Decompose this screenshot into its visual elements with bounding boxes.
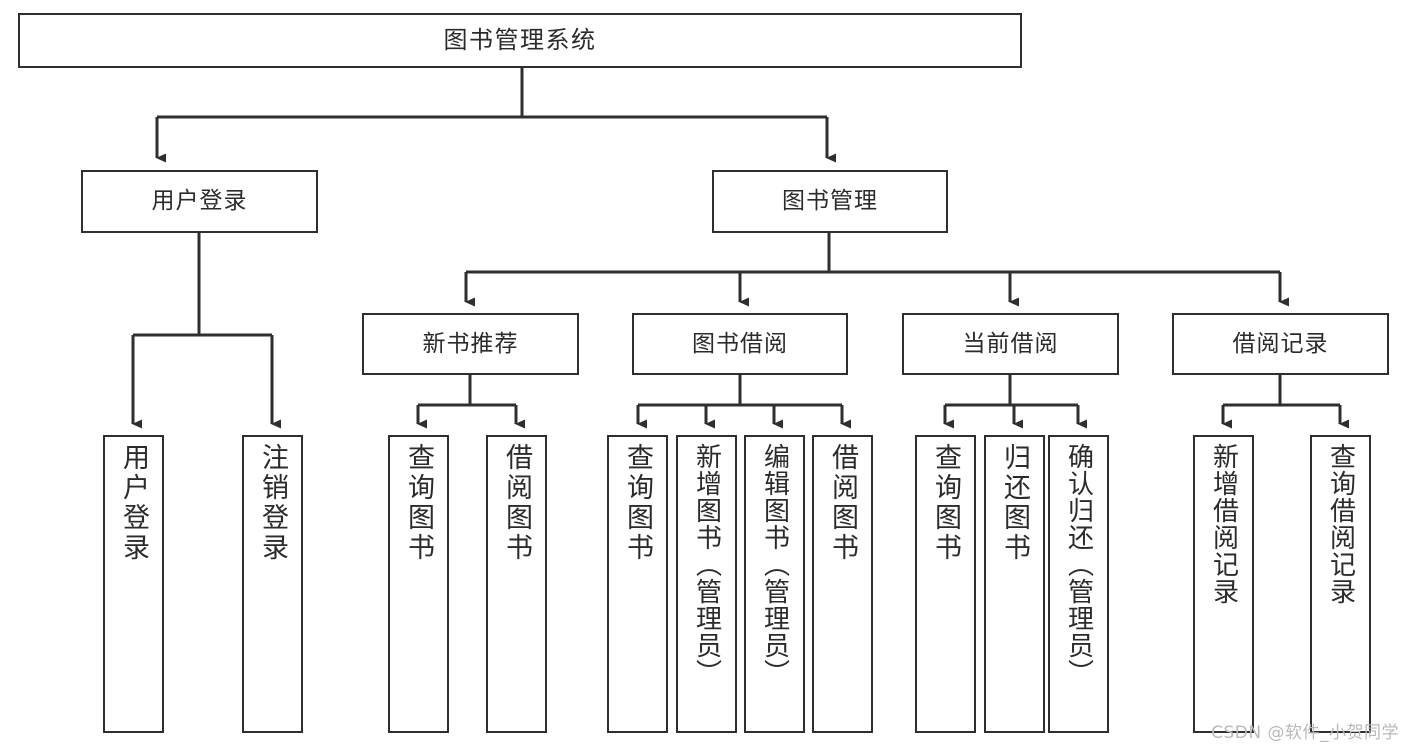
leaf-logout[interactable]: 注销登录 bbox=[242, 435, 303, 733]
node-label: 注销登录 bbox=[257, 443, 288, 563]
node-label: 借阅图书 bbox=[827, 443, 858, 563]
node-label: 归还图书 bbox=[999, 443, 1030, 563]
leaf-query-book-recommend[interactable]: 查询图书 bbox=[388, 435, 449, 733]
node-label: 编辑图书（管理员） bbox=[759, 443, 790, 686]
node-root-system[interactable]: 图书管理系统 bbox=[18, 13, 1022, 68]
node-label: 图书管理 bbox=[782, 188, 878, 215]
node-new-book-recommend[interactable]: 新书推荐 bbox=[362, 313, 579, 375]
node-label: 查询借阅记录 bbox=[1325, 443, 1356, 605]
leaf-return-book[interactable]: 归还图书 bbox=[984, 435, 1045, 733]
node-label: 查询图书 bbox=[930, 443, 961, 563]
node-borrow-record[interactable]: 借阅记录 bbox=[1172, 313, 1389, 375]
leaf-add-book[interactable]: 新增图书（管理员） bbox=[676, 435, 737, 733]
node-label: 新书推荐 bbox=[422, 330, 519, 357]
node-label: 确认归还（管理员） bbox=[1063, 443, 1094, 686]
node-label: 用户登录 bbox=[151, 188, 248, 215]
node-label: 图书借阅 bbox=[692, 330, 788, 357]
node-label: 当前借阅 bbox=[962, 330, 1059, 357]
leaf-user-login[interactable]: 用户登录 bbox=[103, 435, 164, 733]
node-label: 查询图书 bbox=[622, 443, 653, 563]
leaf-borrow-book[interactable]: 借阅图书 bbox=[812, 435, 873, 733]
node-label: 借阅记录 bbox=[1232, 330, 1329, 357]
node-book-borrow[interactable]: 图书借阅 bbox=[632, 313, 848, 375]
leaf-query-book-current[interactable]: 查询图书 bbox=[915, 435, 976, 733]
node-label: 查询图书 bbox=[403, 443, 434, 563]
node-book-management[interactable]: 图书管理 bbox=[712, 170, 948, 233]
node-label: 借阅图书 bbox=[501, 443, 532, 563]
node-label: 图书管理系统 bbox=[443, 25, 597, 54]
leaf-edit-book[interactable]: 编辑图书（管理员） bbox=[744, 435, 805, 733]
leaf-borrow-book-recommend[interactable]: 借阅图书 bbox=[486, 435, 547, 733]
leaf-query-book-borrow[interactable]: 查询图书 bbox=[607, 435, 668, 733]
node-label: 新增借阅记录 bbox=[1208, 443, 1239, 605]
node-user-login[interactable]: 用户登录 bbox=[81, 170, 318, 233]
watermark: CSDN @软件_小贺同学 bbox=[1211, 723, 1399, 743]
node-label: 新增图书（管理员） bbox=[691, 443, 722, 686]
node-current-borrow[interactable]: 当前借阅 bbox=[902, 313, 1119, 375]
node-label: 用户登录 bbox=[118, 443, 149, 563]
leaf-add-borrow-record[interactable]: 新增借阅记录 bbox=[1193, 435, 1254, 733]
leaf-confirm-return[interactable]: 确认归还（管理员） bbox=[1048, 435, 1109, 733]
leaf-query-borrow-record[interactable]: 查询借阅记录 bbox=[1310, 435, 1371, 733]
